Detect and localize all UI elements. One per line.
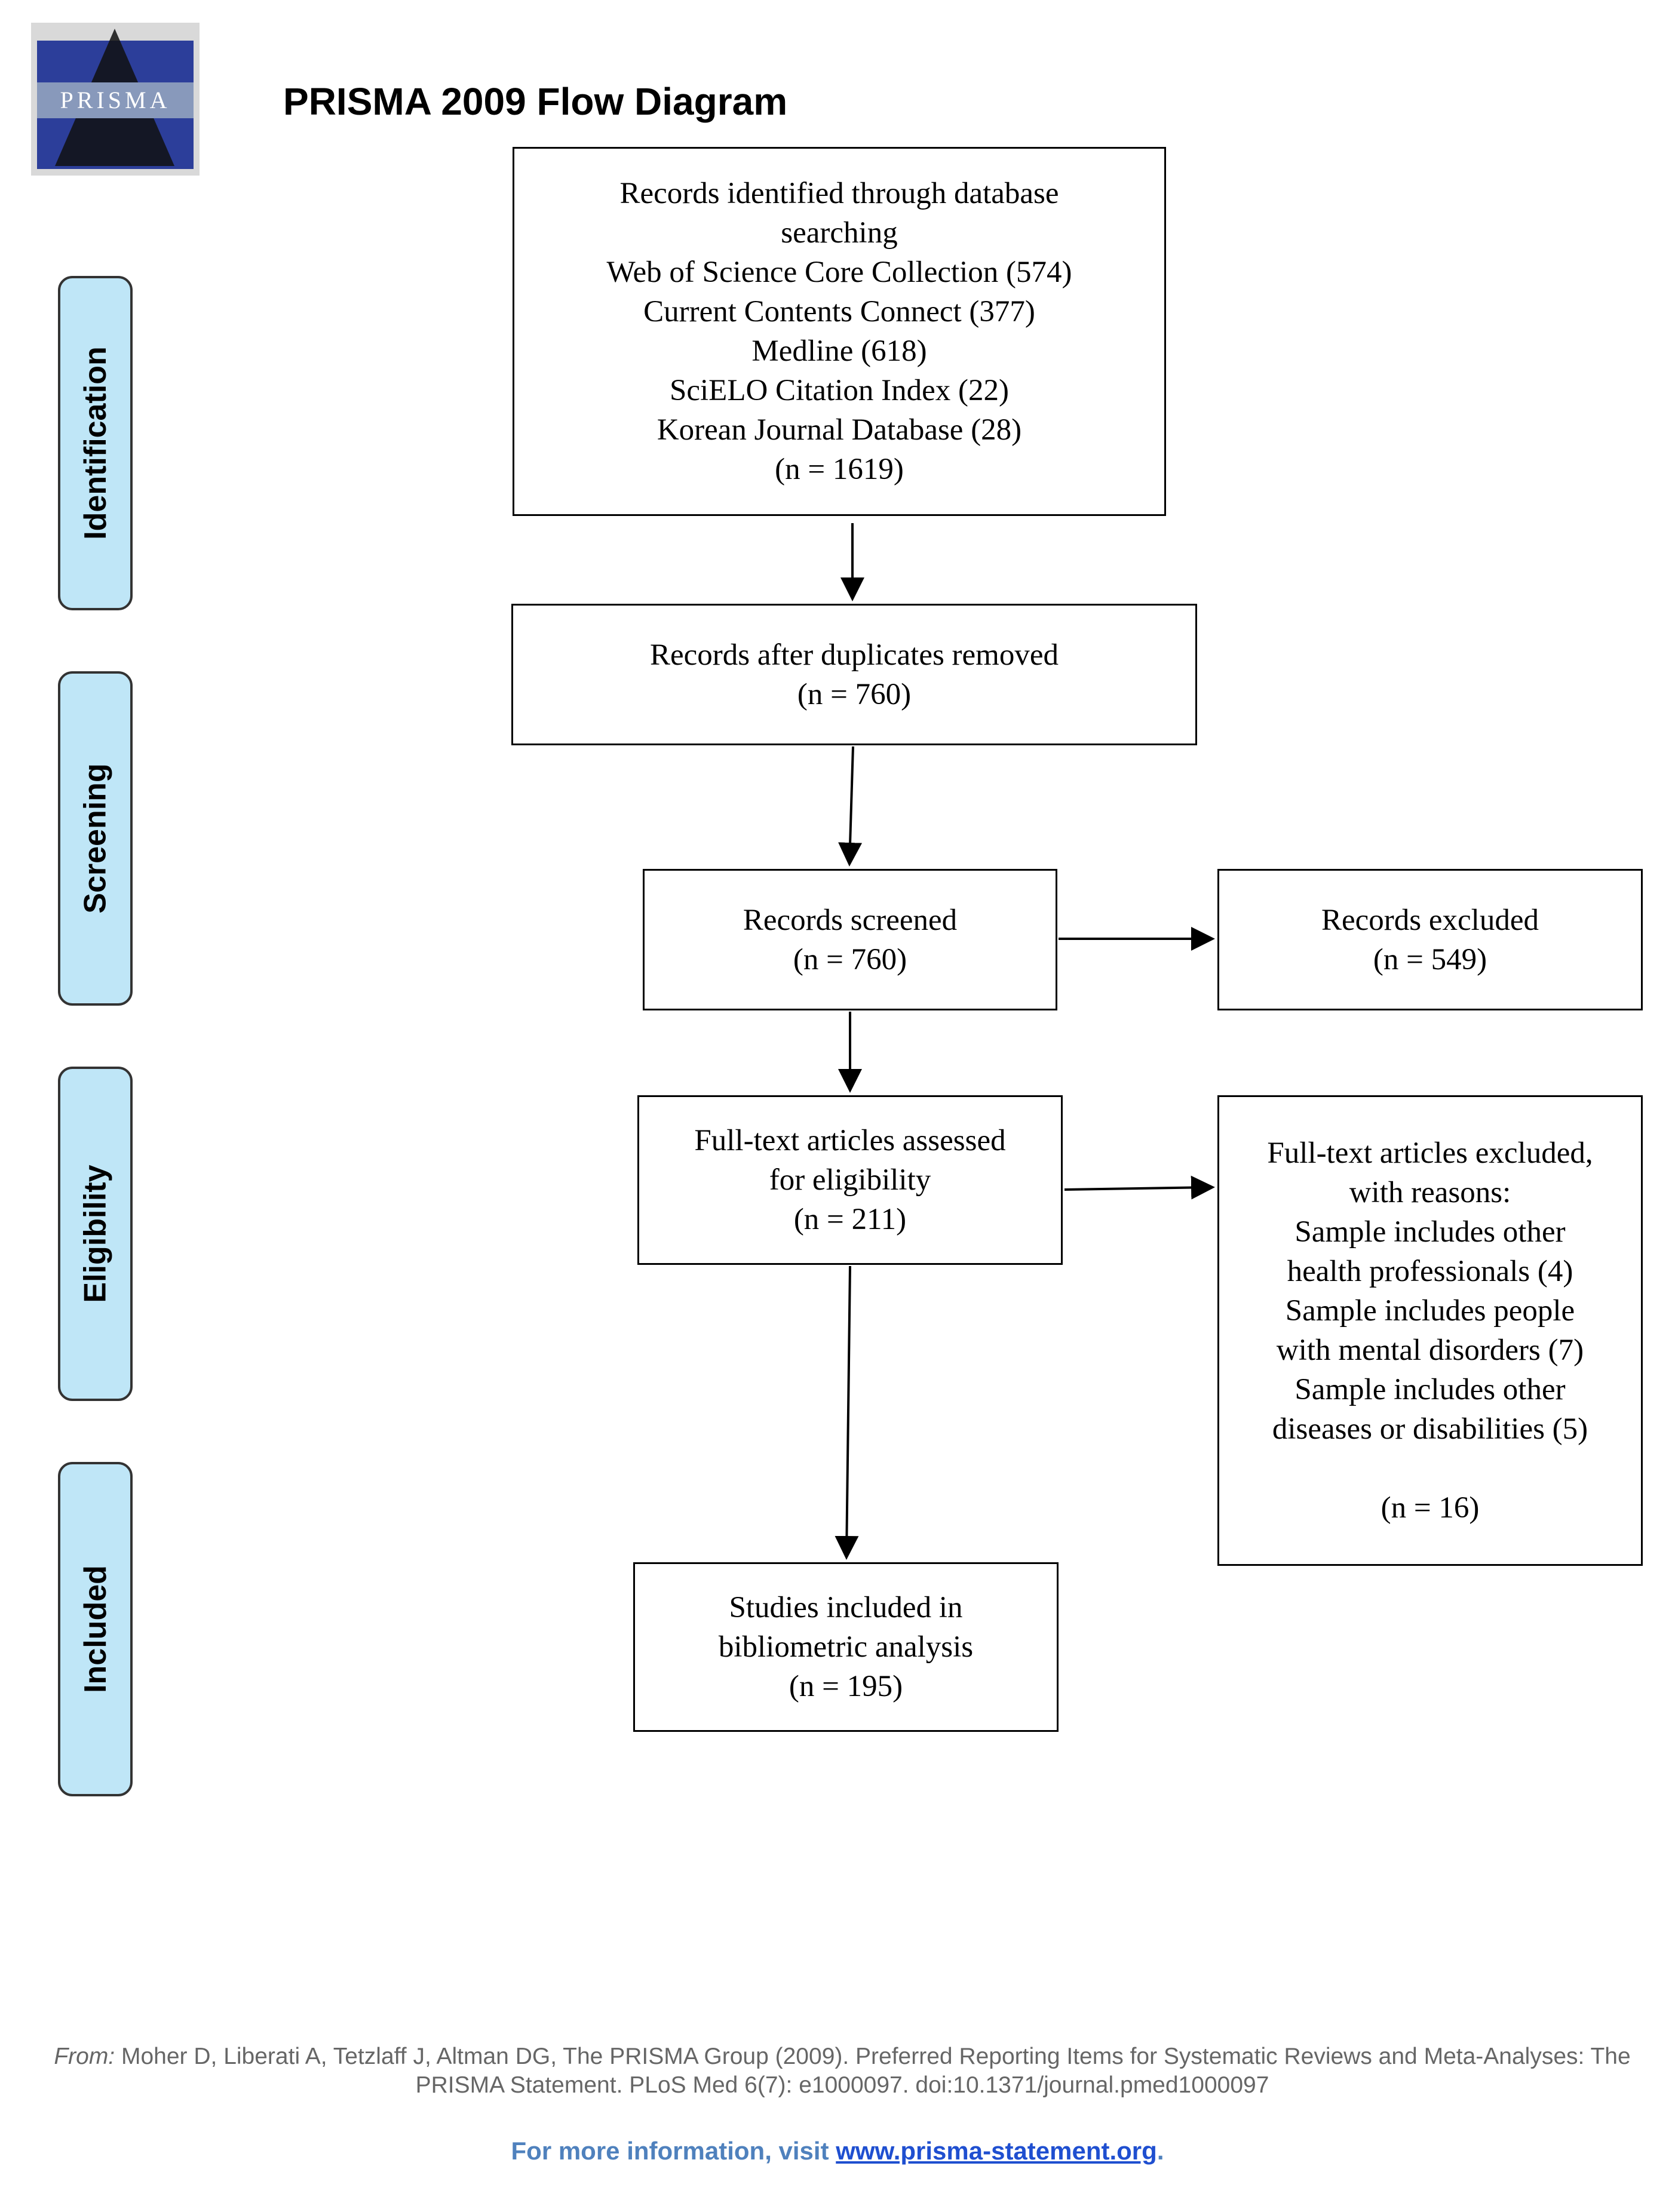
citation: From: Moher D, Liberati A, Tetzlaff J, A…: [54, 2042, 1631, 2100]
phase-included: Included: [58, 1462, 133, 1796]
box-line: searching: [781, 216, 898, 250]
phase-identification: Identification: [58, 276, 133, 610]
arrow-fulltext-to-excluded: [1064, 1175, 1215, 1200]
box-line: Sample includes other: [1294, 1373, 1566, 1406]
box-line: Records after duplicates removed: [650, 638, 1059, 672]
phase-screening: Screening: [58, 671, 133, 1006]
box-line: for eligibility: [769, 1163, 931, 1197]
phase-eligibility: Eligibility: [58, 1067, 133, 1401]
arrow-fulltext-to-included: [835, 1265, 859, 1560]
prisma-logo: PRISMA: [31, 23, 200, 176]
box-fulltext-excluded: Full-text articles excluded, with reason…: [1217, 1095, 1643, 1566]
box-line: Records identified through database: [619, 177, 1059, 210]
box-line: diseases or disabilities (5): [1272, 1412, 1588, 1446]
box-line: Web of Science Core Collection (574): [606, 256, 1072, 289]
box-fulltext-assessed: Full-text articles assessed for eligibil…: [637, 1095, 1063, 1265]
box-line: Sample includes other: [1294, 1215, 1566, 1249]
box-line: Studies included in: [729, 1591, 963, 1624]
box-line: health professionals (4): [1287, 1255, 1573, 1288]
box-records-screened: Records screened (n = 760): [643, 869, 1057, 1010]
citation-text: Moher D, Liberati A, Tetzlaff J, Altman …: [121, 2044, 1631, 2098]
logo-text: PRISMA: [37, 82, 194, 118]
box-line: (n = 211): [793, 1203, 907, 1236]
box-line: (n = 195): [789, 1670, 903, 1703]
box-records-excluded: Records excluded (n = 549): [1217, 869, 1643, 1010]
box-line: (n = 1619): [775, 453, 904, 486]
more-info-suffix: .: [1156, 2137, 1164, 2165]
more-info-prefix: For more information, visit: [511, 2137, 829, 2165]
box-line: (n = 760): [797, 677, 912, 711]
box-line: Korean Journal Database (28): [656, 413, 1022, 447]
box-line: Medline (618): [751, 334, 927, 368]
box-line: SciELO Citation Index (22): [670, 374, 1009, 407]
box-records-identified: Records identified through database sear…: [513, 147, 1166, 516]
box-line: with reasons:: [1349, 1176, 1511, 1209]
prisma-website-link[interactable]: www.prisma-statement.org: [836, 2137, 1157, 2165]
citation-from: From:: [54, 2044, 115, 2069]
box-line: bibliometric analysis: [718, 1630, 974, 1664]
box-duplicates-removed: Records after duplicates removed (n = 76…: [511, 604, 1197, 745]
box-line: (n = 549): [1373, 942, 1487, 976]
box-line: Sample includes people: [1285, 1294, 1575, 1328]
box-line-total: (n = 16): [1381, 1491, 1480, 1525]
box-line: Full-text articles excluded,: [1267, 1136, 1593, 1170]
page-title: PRISMA 2009 Flow Diagram: [283, 80, 788, 123]
more-info: For more information, visit www.prisma-s…: [0, 2137, 1675, 2165]
box-line: Current Contents Connect (377): [643, 295, 1035, 328]
box-line: with mental disorders (7): [1276, 1334, 1584, 1367]
box-line: Records screened: [743, 903, 958, 937]
arrow-duplicates-to-screened: [838, 746, 863, 867]
box-line: Records excluded: [1321, 903, 1539, 937]
box-studies-included: Studies included in bibliometric analysi…: [633, 1562, 1059, 1732]
box-line: (n = 760): [793, 942, 907, 976]
box-line: Full-text articles assessed: [694, 1124, 1006, 1157]
